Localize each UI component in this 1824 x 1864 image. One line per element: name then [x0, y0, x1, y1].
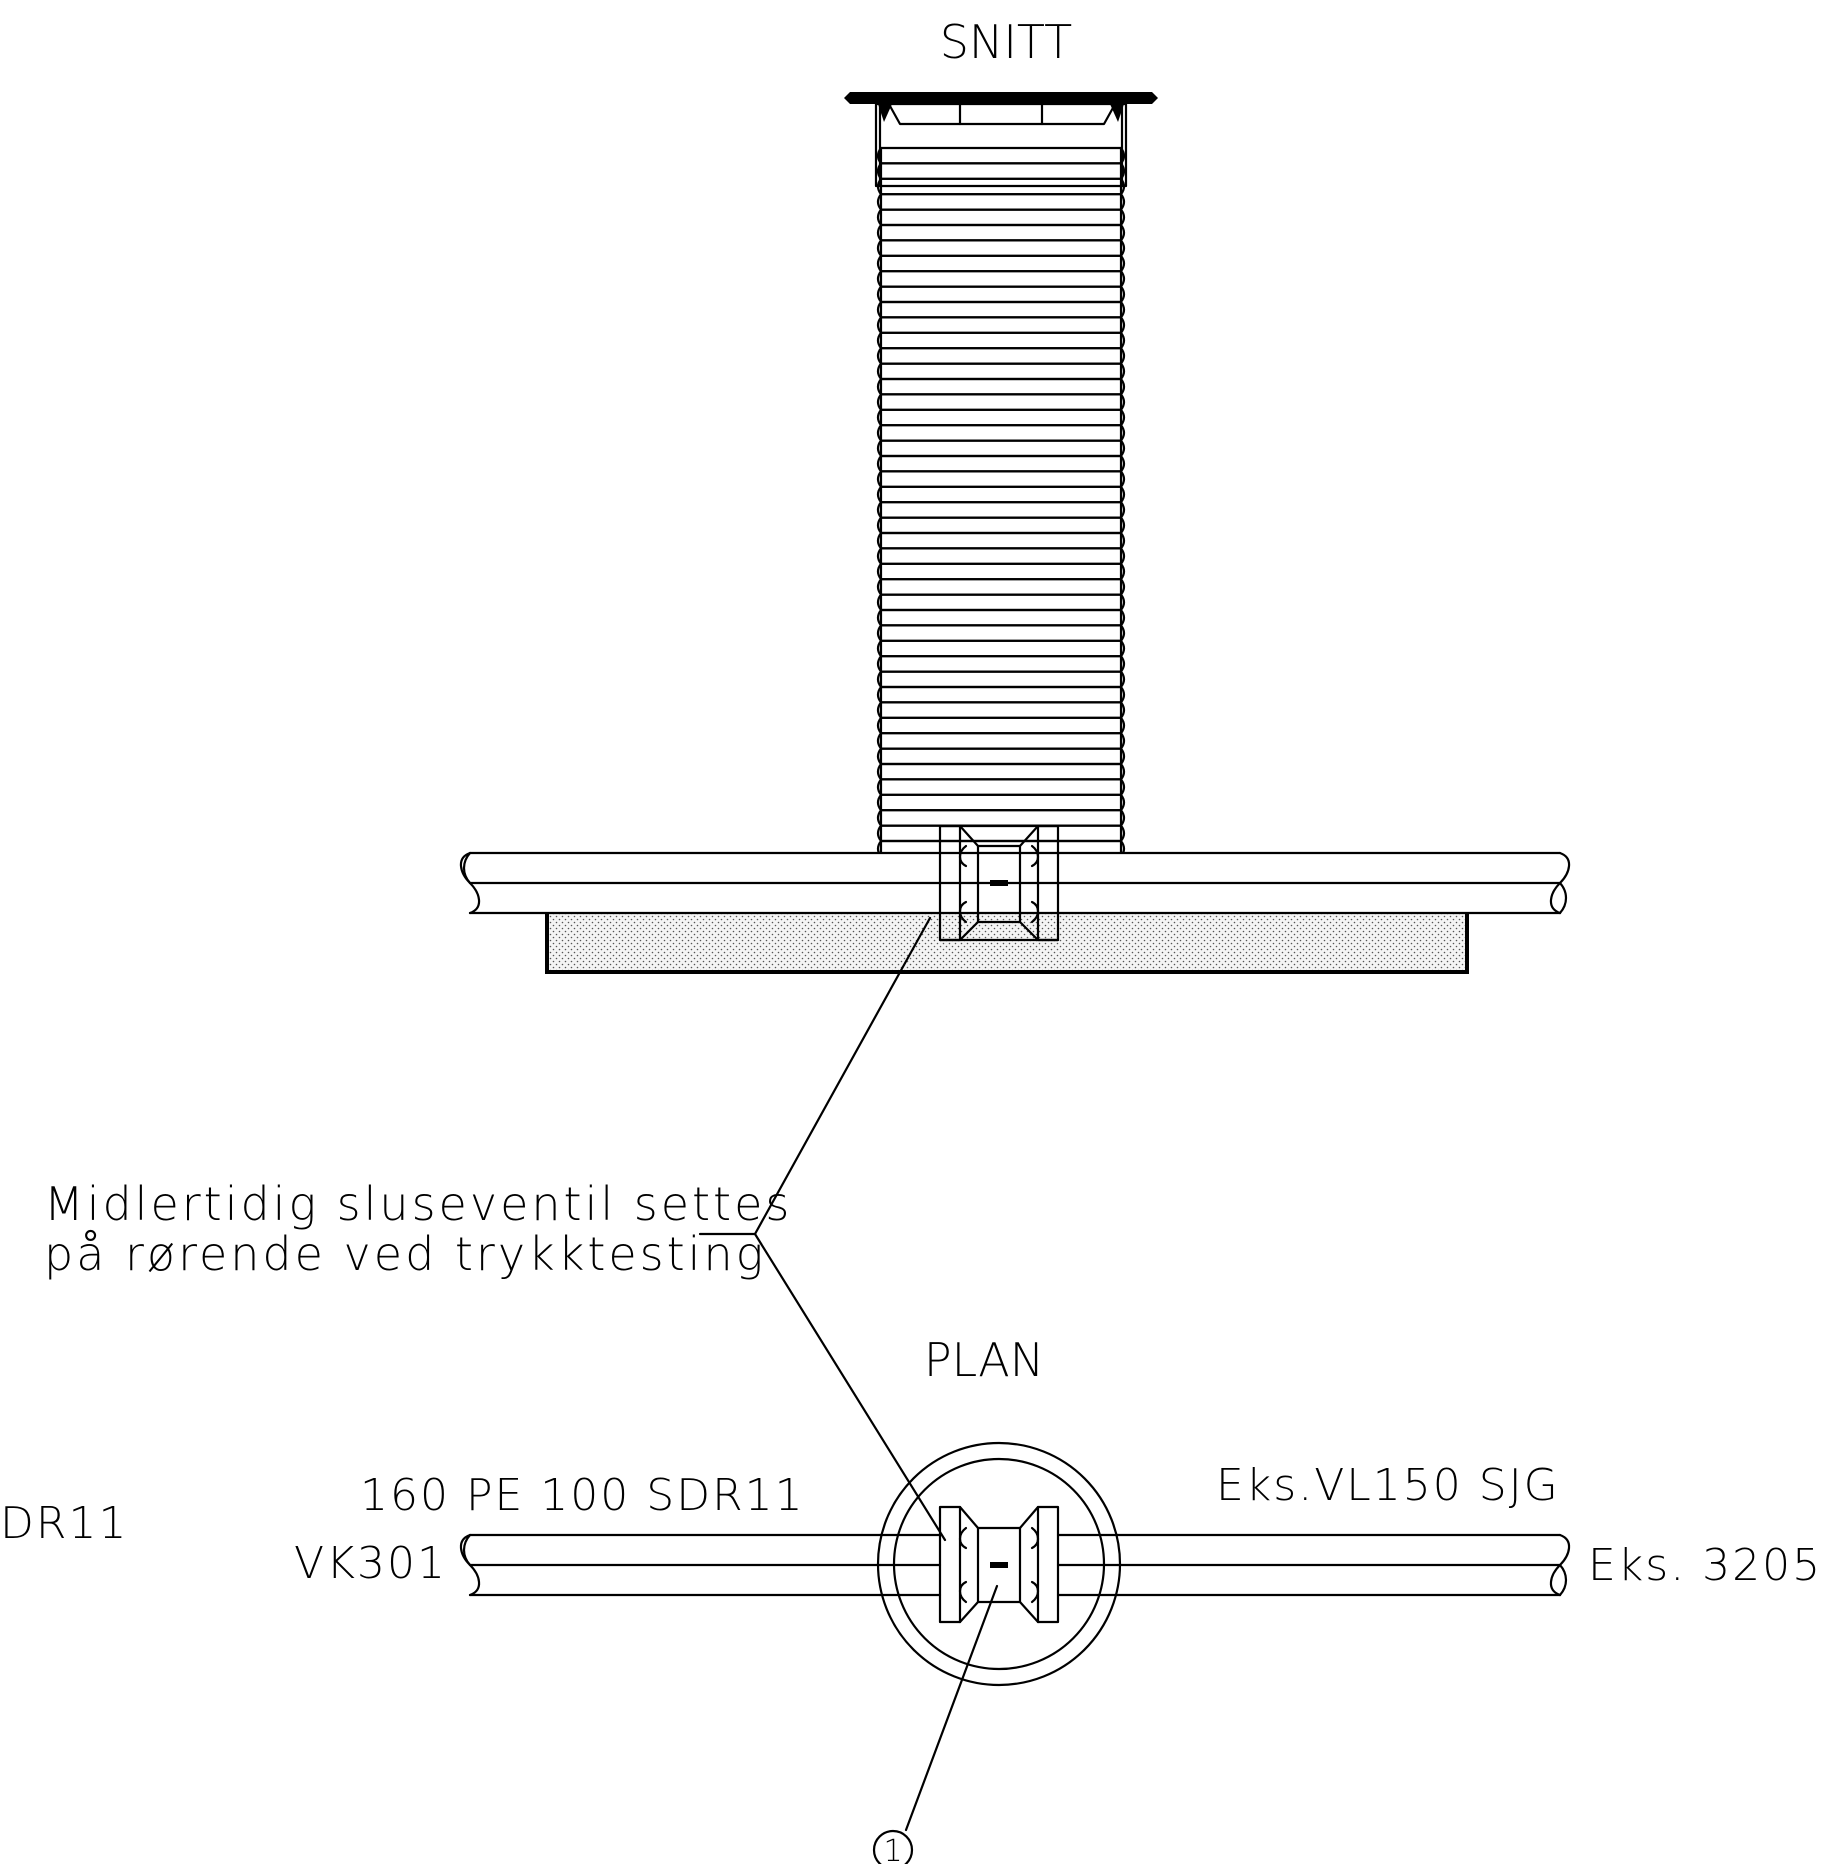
detail-marker-number: 1	[883, 1834, 902, 1864]
riser-rib	[876, 331, 1126, 350]
plan-title: PLAN	[924, 1333, 1044, 1387]
plan-main-pipe	[459, 1533, 1571, 1597]
riser-outline	[879, 146, 1123, 940]
riser-rib	[876, 547, 1126, 565]
section-title: SNITT	[940, 15, 1073, 69]
riser-rib	[876, 809, 1126, 827]
riser-rib	[876, 270, 1126, 288]
riser-rib	[876, 454, 1126, 473]
riser-rib	[876, 285, 1126, 304]
riser-rib	[876, 362, 1126, 381]
left-ref-label: VK301	[294, 1538, 447, 1589]
riser-rib	[876, 347, 1126, 365]
callout-line-2: på rørende ved trykktesting	[44, 1227, 766, 1281]
riser-rib	[876, 747, 1126, 766]
riser-rib	[876, 408, 1126, 427]
riser-rib	[876, 608, 1126, 627]
callout-leader	[698, 916, 947, 1542]
pipe-spec-label: 160 PE 100 SDR11	[360, 1470, 805, 1521]
section-main-pipe	[459, 851, 1571, 915]
left-cut-label: DR11	[0, 1498, 128, 1549]
riser-rib	[876, 300, 1126, 319]
riser-rib	[876, 531, 1126, 550]
riser-rib	[876, 470, 1126, 488]
riser-rib	[876, 223, 1126, 242]
riser-rib	[876, 193, 1126, 211]
riser-rib	[876, 162, 1126, 180]
detail-marker	[872, 1584, 999, 1864]
riser-rib	[876, 393, 1126, 411]
riser-rib	[876, 824, 1126, 843]
riser-rib	[876, 701, 1126, 719]
riser-rib	[876, 146, 1126, 165]
riser-rib	[876, 593, 1126, 612]
riser-rib	[876, 424, 1126, 442]
riser-rib	[876, 316, 1126, 334]
riser-rib	[876, 239, 1126, 257]
riser-rib	[876, 562, 1126, 581]
riser-rib	[876, 254, 1126, 273]
riser-rib	[876, 655, 1126, 673]
plan-gate-valve	[938, 1505, 1060, 1624]
right-spec-label: Eks.VL150 SJG	[1216, 1460, 1560, 1511]
riser-rib	[876, 439, 1126, 458]
riser-rib	[876, 732, 1126, 750]
riser-rib	[876, 578, 1126, 596]
riser-rib	[876, 670, 1126, 689]
riser-rib	[876, 778, 1126, 796]
riser-rib	[876, 793, 1126, 812]
riser-rib	[876, 516, 1126, 535]
riser-rib	[876, 501, 1126, 519]
riser-rib	[876, 624, 1126, 642]
valve-box-cap	[844, 92, 1158, 188]
riser-rib	[876, 377, 1126, 396]
riser-rib	[876, 208, 1126, 227]
corrugated-riser-pipe	[876, 146, 1126, 940]
riser-rib	[876, 639, 1126, 658]
riser-rib	[876, 716, 1126, 735]
right-ref-label: Eks. 32059	[1588, 1540, 1824, 1591]
section-gate-valve	[938, 824, 1060, 942]
riser-rib	[876, 762, 1126, 781]
riser-rib	[876, 685, 1126, 704]
riser-rib	[876, 485, 1126, 504]
callout-line-1: Midlertidig sluseventil settes	[44, 1177, 792, 1231]
